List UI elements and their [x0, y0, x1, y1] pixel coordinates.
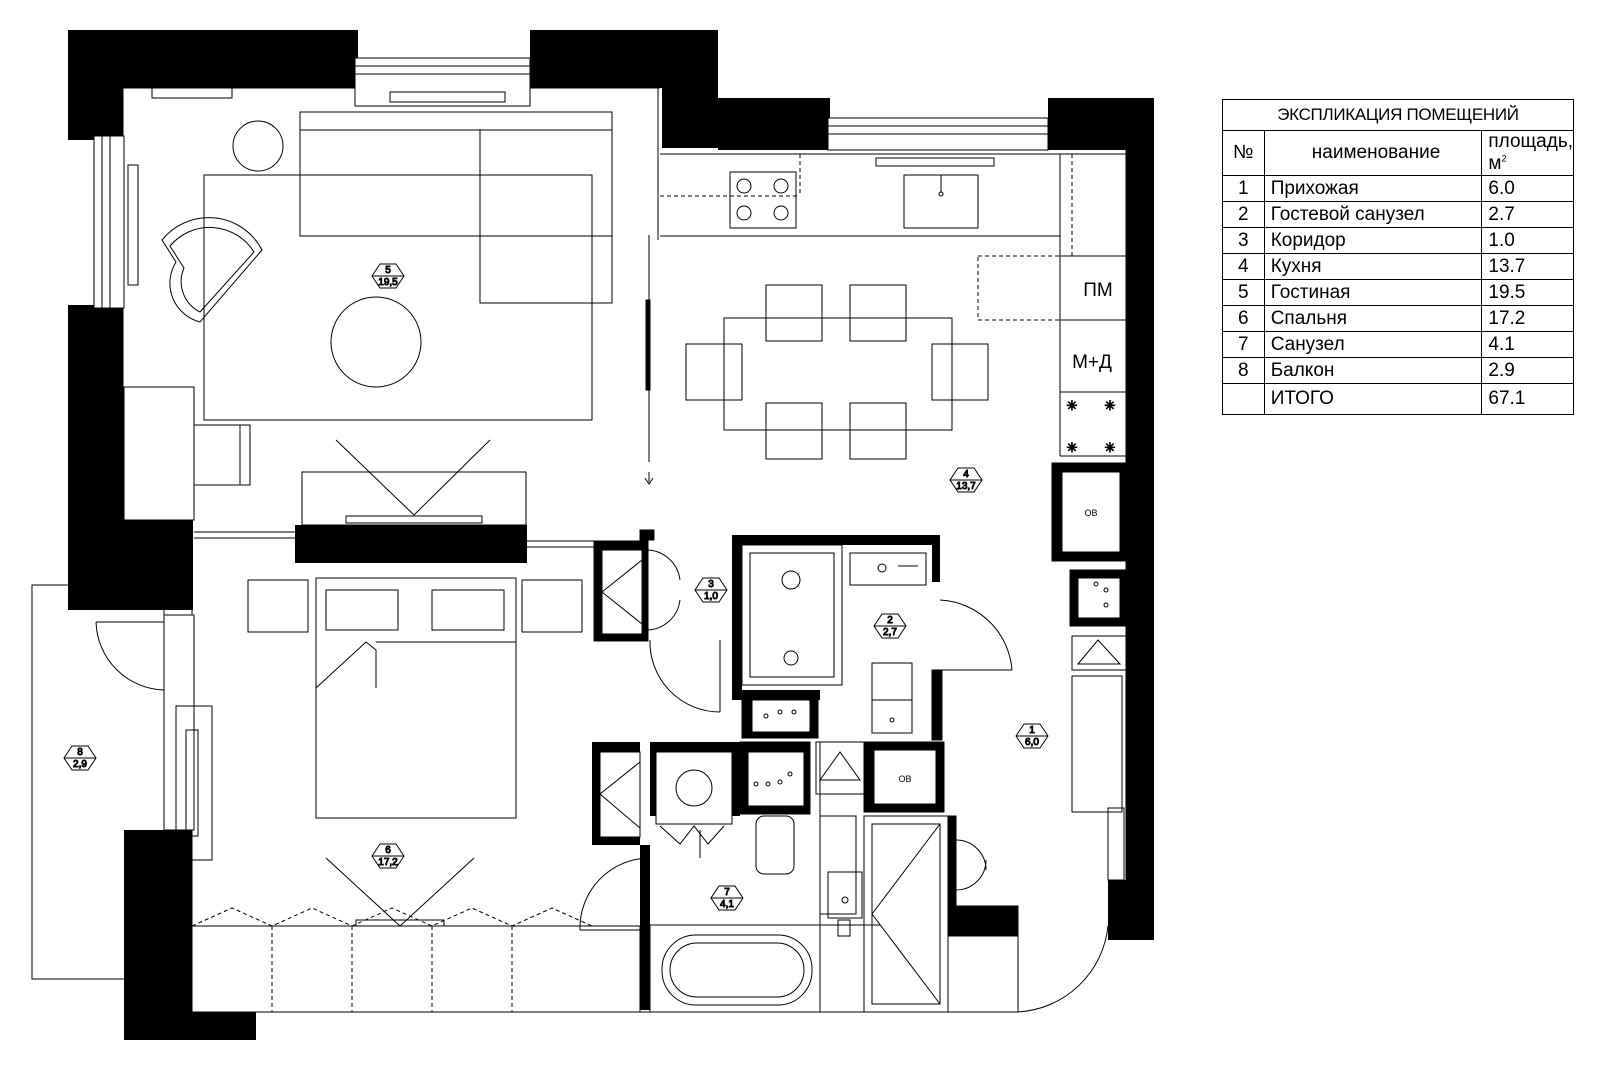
room-tag-3-no: 3 — [708, 579, 714, 590]
row-no: 1 — [1222, 175, 1265, 202]
room-tag-5-no: 5 — [385, 265, 391, 276]
room-tag-2-area: 2,7 — [883, 627, 897, 638]
room-tag-7-no: 7 — [724, 887, 730, 898]
room-tag-1-area: 6,0 — [1025, 737, 1039, 748]
col-name-header: наименование — [1263, 130, 1483, 176]
ov-shaft-label-mid: ОВ — [898, 774, 911, 784]
room-tag-6: 6 17,2 — [371, 843, 405, 869]
room-tag-8: 8 2,9 — [63, 745, 97, 771]
hall-closet — [863, 815, 1019, 1013]
row-area: 2.9 — [1481, 357, 1574, 384]
room-tag-1: 1 6,0 — [1015, 723, 1049, 749]
washer-dryer-label: М+Д — [1072, 352, 1112, 373]
total-area: 67.1 — [1481, 383, 1574, 415]
col-no-header: № — [1222, 130, 1265, 176]
hall — [1017, 635, 1127, 1013]
col-area-label: площадь, м — [1488, 131, 1573, 174]
room-tag-8-area: 2,9 — [73, 759, 87, 770]
room-tag-4: 4 13,7 — [949, 467, 983, 493]
row-no: 2 — [1222, 201, 1265, 228]
guest-wc — [732, 535, 1013, 741]
col-area-sup: 2 — [1501, 153, 1507, 164]
svg-text:✳: ✳ — [1105, 440, 1116, 455]
kitchen-furniture: ✳ ✳ ✳ ✳ — [660, 153, 1127, 627]
col-area-header: площадь, м2 — [1481, 130, 1574, 176]
svg-text:✳: ✳ — [1067, 398, 1078, 413]
table-row: 7 Санузел 4.1 — [1222, 331, 1574, 358]
room-tag-7: 7 4,1 — [710, 885, 744, 911]
explication-title: ЭКСПЛИКАЦИЯ ПОМЕЩЕНИЙ — [1222, 99, 1574, 131]
room-tag-2-no: 2 — [887, 615, 893, 626]
bathroom — [579, 741, 945, 1012]
row-no: 8 — [1222, 357, 1265, 384]
row-no: 6 — [1222, 305, 1265, 332]
room-tag-6-area: 17,2 — [378, 857, 398, 868]
svg-text:✳: ✳ — [1105, 398, 1116, 413]
room-tag-4-no: 4 — [963, 469, 969, 480]
room-tag-8-no: 8 — [77, 747, 83, 758]
row-name: Гостиная — [1263, 279, 1483, 306]
row-name: Кухня — [1263, 253, 1483, 280]
row-area: 1.0 — [1481, 227, 1574, 254]
windows — [93, 57, 1125, 881]
table-row: 5 Гостиная 19.5 — [1222, 279, 1574, 306]
room-tag-6-no: 6 — [385, 845, 391, 856]
row-area: 13.7 — [1481, 253, 1574, 280]
room-tag-2: 2 2,7 — [873, 613, 907, 639]
row-name: Санузел — [1263, 331, 1483, 358]
row-name: Гостевой санузел — [1263, 201, 1483, 228]
room-tag-1-no: 1 — [1029, 725, 1035, 736]
room-tag-4-area: 13,7 — [956, 481, 976, 492]
row-area: 17.2 — [1481, 305, 1574, 332]
table-row: 8 Балкон 2.9 — [1222, 357, 1574, 384]
row-area: 19.5 — [1481, 279, 1574, 306]
row-name: Прихожая — [1263, 175, 1483, 202]
corridor-closet — [593, 529, 721, 713]
table-row: 2 Гостевой санузел 2.7 — [1222, 201, 1574, 228]
room-tag-3: 3 1,0 — [694, 577, 728, 603]
room-tag-7-area: 4,1 — [720, 899, 734, 910]
ov-shaft-label-top: ОВ — [1084, 508, 1097, 518]
row-area: 4.1 — [1481, 331, 1574, 358]
table-row: 6 Спальня 17.2 — [1222, 305, 1574, 332]
row-area: 6.0 — [1481, 175, 1574, 202]
table-row: 3 Коридор 1.0 — [1222, 227, 1574, 254]
total-no — [1222, 383, 1265, 415]
room-tag-5: 5 19,5 — [371, 263, 405, 289]
table-row: 4 Кухня 13.7 — [1222, 253, 1574, 280]
balcony — [31, 584, 165, 980]
explication-table: ЭКСПЛИКАЦИЯ ПОМЕЩЕНИЙ № наименование пло… — [1222, 99, 1574, 415]
floor-plan: ✳ ✳ ✳ ✳ — [31, 30, 1154, 1040]
table-row: 1 Прихожая 6.0 — [1222, 175, 1574, 202]
total-label: ИТОГО — [1263, 383, 1483, 415]
row-name: Коридор — [1263, 227, 1483, 254]
living-room-furniture — [123, 111, 613, 539]
row-area: 2.7 — [1481, 201, 1574, 228]
row-no: 7 — [1222, 331, 1265, 358]
row-name: Балкон — [1263, 357, 1483, 384]
exterior-walls — [68, 30, 1154, 1040]
explication-header: № наименование площадь, м2 — [1222, 130, 1574, 176]
row-name: Спальня — [1263, 305, 1483, 332]
room-tag-5-area: 19,5 — [378, 277, 398, 288]
sliding-door — [644, 235, 654, 485]
total-row: ИТОГО 67.1 — [1222, 383, 1574, 415]
svg-text:✳: ✳ — [1067, 440, 1078, 455]
room-tag-3-area: 1,0 — [704, 591, 718, 602]
row-no: 5 — [1222, 279, 1265, 306]
row-no: 4 — [1222, 253, 1265, 280]
row-no: 3 — [1222, 227, 1265, 254]
fridge-label: ПМ — [1083, 280, 1112, 301]
bedroom-furniture — [191, 540, 641, 1013]
